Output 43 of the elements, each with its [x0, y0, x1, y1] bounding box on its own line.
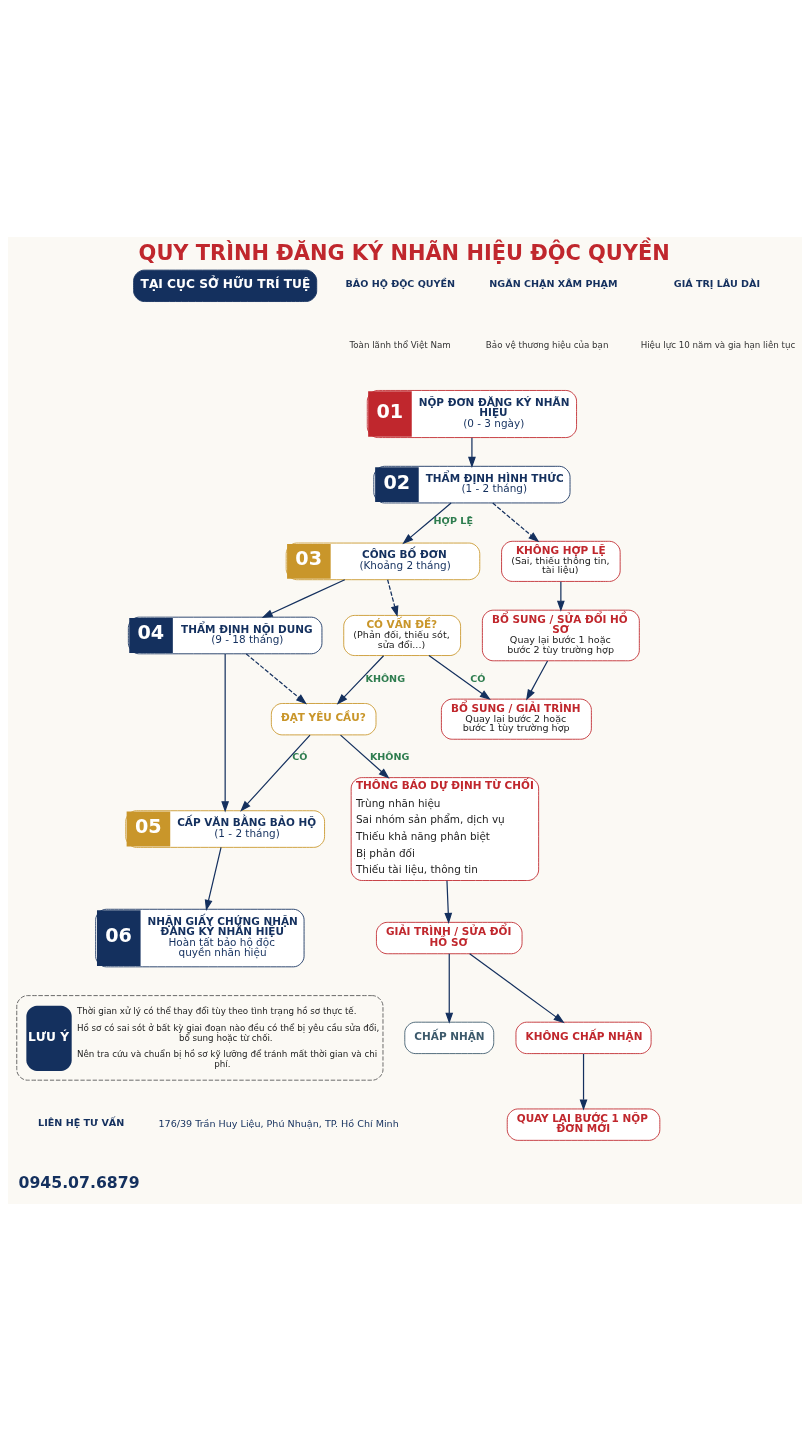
label: 176/39 Trần Huy Liệu, Phú Nhuận, TP. Hồ Chí Minh [158, 1117, 399, 1129]
arrow [339, 734, 390, 779]
arrow [556, 580, 565, 612]
node-box: LƯU Ý Thời gian xử lý có thể thay đổi tùy theo tình trạng hồ sơ thực tế. Hồ sơ có sai sót ở bất kỳ giai đoạn nào đều có thể bị yêu cầu sửa đổi, bổ sung hoặc từ chối. Nên tra cứu và chuẩn bị hồ sơ kỹ lưỡng để tránh mất thời gian và chi phí. [16, 994, 384, 1081]
arrow [261, 578, 346, 618]
arrow [579, 1052, 588, 1111]
node-box: BỔ SUNG / SỬA ĐỔI HỒ SƠ Quay lại bước 1 hoặc bước 2 tùy trường hợp [481, 609, 640, 661]
arrow [402, 501, 452, 544]
node-box: BỔ SUNG / GIẢI TRÌNH Quay lại bước 2 hoặc bước 1 tùy trường hợp [440, 698, 592, 740]
arrow [336, 654, 385, 705]
arrow [204, 846, 222, 911]
label: TẠI CỤC SỞ HỮU TRÍ TUỆ [140, 276, 311, 291]
arrow [444, 879, 453, 924]
arrow [469, 952, 565, 1023]
arrow [240, 734, 311, 812]
label: NGĂN CHẶN XÂM PHẠM [489, 277, 618, 289]
label: 0945.07.6879 [18, 1172, 140, 1192]
edge-label: CÓ [292, 750, 308, 762]
arrow [387, 578, 399, 617]
node-box: QUAY LẠI BƯỚC 1 NỘP ĐƠN MỚI [506, 1108, 661, 1141]
node-box: CÓ VẤN ĐỀ? (Phản đối, thiếu sót, sửa đổi...) [343, 614, 462, 656]
node-box: KHÔNG CHẤP NHẬN [515, 1021, 652, 1054]
label: BẢO HỘ ĐỘC QUYỀN [345, 277, 456, 289]
edge-label: HỢP LỆ [433, 514, 473, 526]
node-box: ĐẠT YÊU CẦU? [270, 702, 377, 735]
edge-label: KHÔNG [369, 750, 410, 762]
arrow [526, 659, 549, 701]
edge-label: KHÔNG [365, 672, 406, 684]
label: Bảo vệ thương hiệu của bạn [485, 339, 609, 350]
node-box: KHÔNG HỢP LỆ (Sai, thiếu thông tin, tài liệu) [501, 540, 621, 582]
label: Hiệu lực 10 năm và gia hạn liên tục [640, 339, 796, 350]
node-box: CHẤP NHẬN [404, 1021, 495, 1054]
arrow [445, 952, 454, 1024]
arrow [245, 652, 307, 704]
arrow [468, 436, 476, 468]
edge-label: CÓ [470, 672, 486, 684]
arrow [492, 501, 540, 542]
label: Toàn lãnh thổ Việt Nam [349, 339, 451, 350]
arrow [221, 652, 230, 812]
label: LIÊN HỆ TƯ VẤN [38, 1116, 125, 1128]
arrow [428, 654, 491, 700]
label: GIÁ TRỊ LÂU DÀI [673, 277, 761, 289]
node-box: GIẢI TRÌNH / SỬA ĐỔI HỒ SƠ [376, 921, 523, 954]
